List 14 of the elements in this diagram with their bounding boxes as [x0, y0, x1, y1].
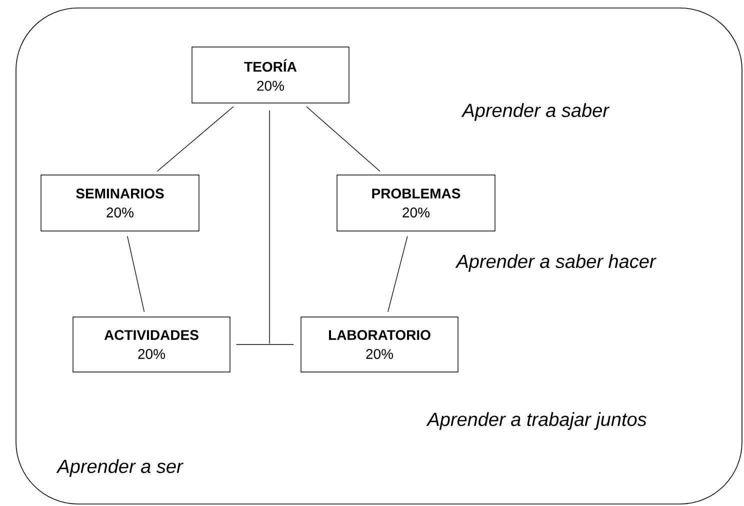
- connector-line: [236, 110, 294, 345]
- connector-line: [388, 236, 408, 312]
- text-box: PROBLEMAS 20%: [336, 174, 496, 232]
- text-box: ACTIVIDADES 20%: [72, 316, 230, 372]
- connector-line: [156, 106, 234, 172]
- italic-label: Aprender a trabajar juntos: [426, 412, 646, 430]
- italic-label: Aprender a ser: [56, 459, 184, 477]
- text-box: SEMINARIOS 20%: [40, 174, 200, 232]
- connector-line: [127, 236, 145, 312]
- italic-label: Aprender a saber: [461, 103, 610, 121]
- text-box: LABORATORIO 20%: [300, 316, 458, 372]
- connector-line: [306, 106, 380, 172]
- text-box: TEORÍA 20%: [192, 46, 350, 104]
- italic-label: Aprender a saber hacer: [455, 254, 656, 272]
